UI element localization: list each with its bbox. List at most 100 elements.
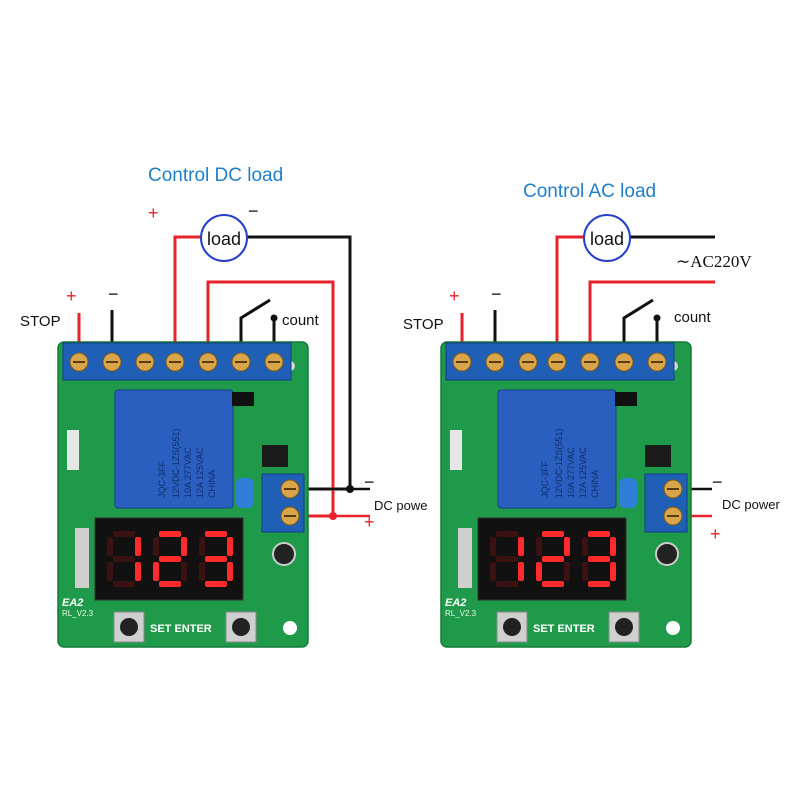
load-symbol: load xyxy=(583,214,631,262)
segment-g xyxy=(113,556,135,562)
stop-label: STOP xyxy=(403,316,444,333)
segment-f xyxy=(582,537,588,556)
pin-header xyxy=(67,430,79,470)
junction-dot-black xyxy=(346,485,354,493)
pin-header xyxy=(450,430,462,470)
segment-f xyxy=(490,537,496,556)
power-plus-sign: + xyxy=(364,512,375,532)
count-switch-left xyxy=(622,298,654,350)
capacitor xyxy=(236,478,254,508)
segment-c xyxy=(181,562,187,581)
panel-dc-load: Control DC load load + xyxy=(20,165,427,648)
segment-b xyxy=(227,537,233,556)
svg-text:CHINA: CHINA xyxy=(207,470,217,498)
power-label: DC power xyxy=(722,497,780,512)
wire-ac-red xyxy=(588,280,715,350)
buttons-label: SET ENTER xyxy=(533,623,595,635)
segment-b xyxy=(181,537,187,556)
segment-a xyxy=(542,531,564,537)
ac-voltage-label: ∼AC220V xyxy=(676,252,752,271)
segment-d xyxy=(588,581,610,587)
load-plus-sign: + xyxy=(148,203,159,223)
set-button-icon xyxy=(503,618,521,636)
svg-text:12VDC-1ZS(551): 12VDC-1ZS(551) xyxy=(171,428,181,498)
display-digits xyxy=(490,531,616,587)
segment-e xyxy=(107,562,113,581)
mount-hole xyxy=(666,621,680,635)
board-version: RL_V2.3 xyxy=(62,609,94,618)
board-version: RL_V2.3 xyxy=(445,609,477,618)
mount-hole xyxy=(283,621,297,635)
electrolytic-capacitor xyxy=(272,542,296,566)
svg-text:12A 125VAC: 12A 125VAC xyxy=(195,447,205,498)
jumper xyxy=(232,392,254,406)
segment-c xyxy=(135,562,141,581)
power-plus-sign: + xyxy=(710,524,721,544)
load-symbol: load xyxy=(200,214,248,262)
count-label: count xyxy=(282,312,320,329)
stop-plus-sign: + xyxy=(449,286,460,306)
ribbon-connector xyxy=(458,528,472,588)
relay-board: JQC-3FF 12VDC-1ZS(551) 10A 277VAC 12A 12… xyxy=(57,341,309,648)
segment-e xyxy=(490,562,496,581)
junction-dot-red xyxy=(329,512,337,520)
stop-minus-sign: − xyxy=(108,284,119,304)
segment-b xyxy=(564,537,570,556)
count-switch-dot xyxy=(653,314,661,322)
relay xyxy=(114,389,234,509)
segment-c xyxy=(518,562,524,581)
segment-d xyxy=(113,581,135,587)
wiring xyxy=(460,235,715,518)
enter-button-icon xyxy=(615,618,633,636)
wire-load-red xyxy=(555,235,585,350)
power-label: DC powe xyxy=(374,498,427,513)
panel-ac-load: Control AC load load ∼AC220V STOP + − co… xyxy=(403,181,780,648)
relay xyxy=(497,389,617,509)
svg-text:12A 125VAC: 12A 125VAC xyxy=(578,447,588,498)
power-minus-sign: − xyxy=(712,472,723,492)
segment-g xyxy=(496,556,518,562)
segment-d xyxy=(496,581,518,587)
enter-button-body xyxy=(225,611,257,643)
segment-b xyxy=(518,537,524,556)
terminal-screws xyxy=(452,352,667,372)
stop-label: STOP xyxy=(20,313,61,330)
enter-button-icon xyxy=(232,618,250,636)
segment-e xyxy=(153,562,159,581)
wiring xyxy=(77,235,370,520)
segment-e xyxy=(582,562,588,581)
count-switch-left xyxy=(239,298,271,350)
segment-c xyxy=(227,562,233,581)
relay-board: JQC-3FF 12VDC-1ZS(551) 10A 277VAC 12A 12… xyxy=(440,341,692,648)
segment-e xyxy=(536,562,542,581)
board-id: EA2 xyxy=(62,597,83,609)
segment-a xyxy=(205,531,227,537)
segment-g xyxy=(588,556,610,562)
ribbon-connector xyxy=(75,528,89,588)
panel-title: Control AC load xyxy=(523,181,656,202)
segment-g xyxy=(205,556,227,562)
segment-c xyxy=(564,562,570,581)
ic-chip xyxy=(645,445,671,467)
svg-text:10A 277VAC: 10A 277VAC xyxy=(566,447,576,498)
segment-d xyxy=(542,581,564,587)
svg-text:10A 277VAC: 10A 277VAC xyxy=(183,447,193,498)
segment-a xyxy=(159,531,181,537)
board-id: EA2 xyxy=(445,597,466,609)
segment-f xyxy=(536,537,542,556)
relay-text: JQC-3FF 12VDC-1ZS(551) 10A 277VAC 12A 12… xyxy=(540,428,600,498)
load-label: load xyxy=(590,229,624,249)
ic-chip xyxy=(262,445,288,467)
segment-f xyxy=(153,537,159,556)
svg-text:12VDC-1ZS(551): 12VDC-1ZS(551) xyxy=(554,428,564,498)
power-minus-sign: − xyxy=(364,472,375,492)
load-label: load xyxy=(207,229,241,249)
segment-g xyxy=(542,556,564,562)
segment-a xyxy=(496,531,518,537)
count-label: count xyxy=(674,309,712,326)
wire-load-red xyxy=(173,235,204,350)
segment-f xyxy=(199,537,205,556)
svg-text:CHINA: CHINA xyxy=(590,470,600,498)
count-switch-dot xyxy=(270,314,278,322)
